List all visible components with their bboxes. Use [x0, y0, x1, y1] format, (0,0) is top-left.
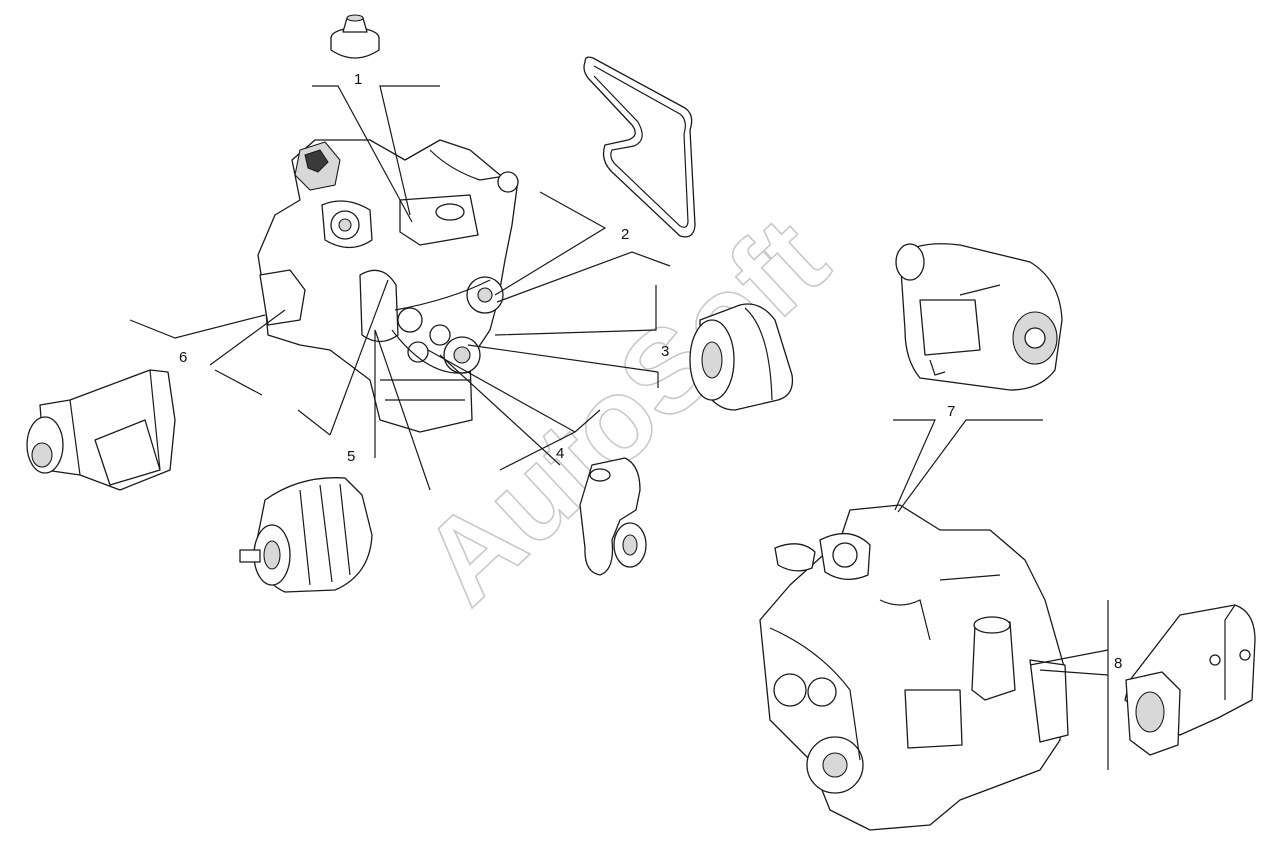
part-7-compressor[interactable] — [895, 243, 1063, 391]
callout-labels: 1 2 3 4 5 6 7 8 — [179, 71, 1122, 672]
callout-8: 8 — [1114, 655, 1122, 672]
callout-7: 7 — [947, 403, 955, 420]
part-4-belt-tensioner[interactable] — [579, 457, 647, 576]
part-1-thermostat[interactable] — [330, 14, 380, 59]
callout-1: 1 — [354, 71, 362, 88]
part-5-alternator[interactable] — [239, 477, 373, 593]
part-6-starter-motor[interactable] — [26, 369, 176, 491]
part-3-pulley[interactable] — [689, 303, 794, 411]
callout-3: 3 — [661, 343, 669, 360]
callout-6: 6 — [179, 349, 187, 366]
engine-assembly-left — [257, 139, 519, 433]
engine-assembly-right — [759, 504, 1069, 831]
callout-5: 5 — [347, 448, 355, 465]
leader-lines — [129, 85, 1109, 770]
callout-4: 4 — [556, 445, 564, 462]
callout-2: 2 — [621, 226, 629, 243]
part-2-drive-belt[interactable] — [583, 56, 696, 238]
part-8-hydraulic-pump[interactable] — [1124, 604, 1256, 756]
